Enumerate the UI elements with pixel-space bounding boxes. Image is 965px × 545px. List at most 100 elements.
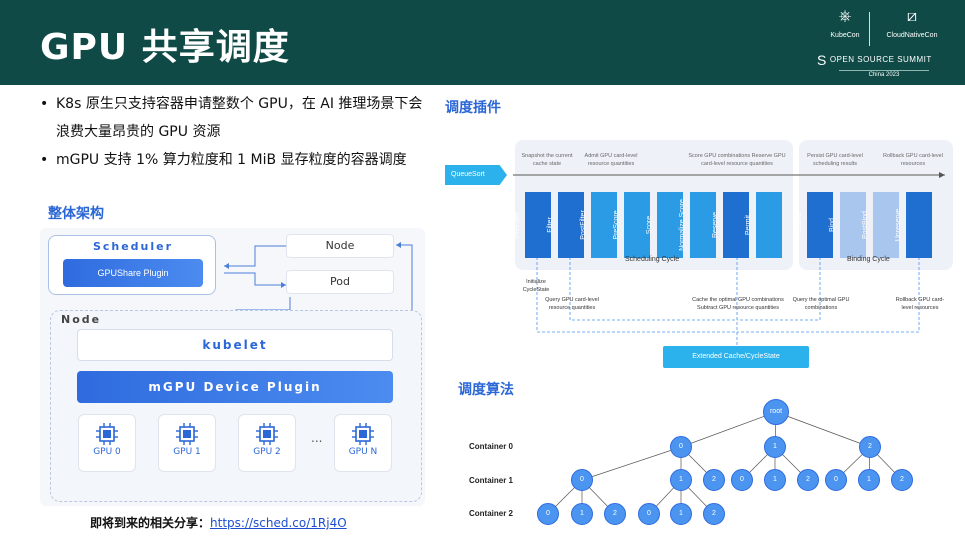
algorithm-heading: 调度算法 bbox=[458, 382, 514, 398]
node-pill: Node bbox=[286, 234, 394, 258]
kubecon-logo: ⎈ KubeCon bbox=[825, 8, 865, 39]
dashed-link bbox=[737, 252, 920, 333]
tree-node: 0 bbox=[825, 469, 847, 491]
extension-point-postfilter: PostFilter bbox=[580, 192, 617, 258]
tree-node: 2 bbox=[797, 469, 819, 491]
gpu-card: GPU N bbox=[334, 414, 392, 472]
tree-node: 1 bbox=[764, 469, 786, 491]
gpu-chip-icon bbox=[352, 423, 374, 445]
gpu-card: GPU 0 bbox=[78, 414, 136, 472]
extension-point-postbind: PostBind bbox=[862, 192, 899, 258]
extension-point-normalize-score: Normalize Score bbox=[679, 192, 716, 258]
extension-point-label: Score bbox=[646, 215, 653, 235]
extension-point-prescore: PreScore bbox=[613, 192, 650, 258]
tree-root-node: root bbox=[763, 399, 789, 425]
gpu-label: GPU 0 bbox=[93, 447, 121, 457]
gpushare-plugin: GPUShare Plugin bbox=[63, 259, 203, 287]
kubecon-label: KubeCon bbox=[830, 32, 860, 39]
extension-point-label: Normalize Score bbox=[679, 199, 686, 251]
extension-point-label: PostBind bbox=[862, 210, 869, 240]
tree-level-label: Container 2 bbox=[469, 509, 514, 518]
kubecon-icon: ⎈ bbox=[838, 8, 852, 25]
gpu-label: GPU N bbox=[348, 447, 378, 457]
scheduling-framework-diagram: QueueSort Snapshot the current cache sta… bbox=[445, 140, 965, 370]
arrowhead bbox=[224, 263, 229, 269]
bullet-list: K8s 原生只支持容器申请整数个 GPU，在 AI 推理场景下会浪费大量昂贵的 … bbox=[38, 90, 428, 174]
arrowhead bbox=[281, 282, 286, 288]
share-link[interactable]: https://sched.co/1Rj4O bbox=[210, 516, 347, 530]
extension-point-label: Permit bbox=[745, 214, 752, 236]
bottom-note: Cache the optimal GPU combinations Subtr… bbox=[692, 297, 784, 311]
node-container: Node kubelet mGPU Device Plugin GPU 0 GP… bbox=[50, 310, 422, 502]
tree-level-label: Container 1 bbox=[469, 476, 514, 485]
gpu-ellipsis: ... bbox=[311, 431, 323, 445]
summit-label: OPEN SOURCE SUMMIT bbox=[829, 55, 932, 65]
queuesort-stage: QueueSort bbox=[445, 165, 507, 185]
tree-node: 0 bbox=[537, 503, 559, 525]
extension-point-score: Score bbox=[646, 192, 683, 258]
gpu-chip-icon bbox=[176, 423, 198, 445]
extension-point-label: Bind bbox=[829, 218, 836, 233]
page-title: GPU 共享调度 bbox=[40, 27, 290, 68]
extension-point-reserve: Reserve bbox=[712, 192, 749, 258]
arrowhead bbox=[396, 242, 401, 248]
extension-point-label: PreScore bbox=[613, 210, 620, 240]
summit-icon: Ѕ bbox=[817, 52, 827, 68]
tree-node: 1 bbox=[670, 469, 692, 491]
dashed-link bbox=[569, 252, 737, 321]
pod-pill: Pod bbox=[286, 270, 394, 294]
tree-node: 2 bbox=[859, 436, 881, 458]
cloudnativecon-logo: ⧄ CloudNativeCon bbox=[877, 8, 947, 39]
share-line: 即将到来的相关分享：https://sched.co/1Rj4O bbox=[90, 514, 347, 531]
architecture-diagram: Scheduler GPUShare Plugin Node Pod Node … bbox=[40, 228, 425, 506]
gpu-label: GPU 2 bbox=[253, 447, 281, 457]
top-note: Score GPU combinations Reserve GPU card-… bbox=[688, 153, 786, 167]
tree-node: 0 bbox=[571, 469, 593, 491]
architecture-heading: 整体架构 bbox=[48, 206, 104, 222]
extension-point-label: PostFilter bbox=[580, 210, 587, 240]
top-note: Persist GPU card-level scheduling result… bbox=[807, 153, 863, 167]
dashed-link bbox=[536, 252, 737, 333]
tree-node: 1 bbox=[764, 436, 786, 458]
pipeline-arrowhead bbox=[939, 172, 945, 178]
tree-node: 2 bbox=[703, 469, 725, 491]
top-note: Rollback GPU card-level resources bbox=[883, 153, 943, 167]
plugins-heading: 调度插件 bbox=[445, 100, 501, 116]
extension-point-label: Filter bbox=[547, 217, 554, 233]
tree-node: 2 bbox=[891, 469, 913, 491]
extension-point-label: Reserve bbox=[712, 211, 719, 239]
gpu-chip-icon bbox=[96, 423, 118, 445]
tree-node: 2 bbox=[604, 503, 626, 525]
scheduling-tree: Container 0 Container 1 Container 2 root… bbox=[455, 392, 955, 532]
extension-point-label: PreBind bbox=[796, 212, 803, 238]
node-label: Node bbox=[61, 313, 102, 326]
tree-node: 1 bbox=[858, 469, 880, 491]
tree-node: 0 bbox=[670, 436, 692, 458]
extension-point-bind: Bind bbox=[829, 192, 866, 258]
scheduling-connectors bbox=[513, 172, 945, 346]
binding-cycle-label: Binding Cycle bbox=[847, 256, 890, 263]
extension-point-label: PreFilter bbox=[514, 211, 521, 239]
extension-point-filter: Filter bbox=[547, 192, 584, 258]
scheduling-cycle-label: Scheduling Cycle bbox=[625, 256, 680, 263]
cloudnativecon-icon: ⧄ bbox=[906, 8, 918, 25]
extension-point-label: Unreserve bbox=[895, 208, 902, 242]
tree-node: 0 bbox=[731, 469, 753, 491]
bottom-note: Initialize CycleState bbox=[522, 279, 550, 293]
scheduler-box: Scheduler GPUShare Plugin bbox=[48, 235, 216, 295]
scheduler-label: Scheduler bbox=[92, 240, 174, 253]
extension-point-prefilter: PreFilter bbox=[514, 192, 551, 258]
dashed-link bbox=[737, 252, 821, 321]
share-prefix: 即将到来的相关分享： bbox=[90, 516, 211, 530]
mgpu-device-plugin: mGPU Device Plugin bbox=[77, 371, 393, 403]
tree-level-label: Container 0 bbox=[469, 442, 514, 451]
bullet-item: K8s 原生只支持容器申请整数个 GPU，在 AI 推理场景下会浪费大量昂贵的 … bbox=[38, 90, 428, 146]
gpu-card: GPU 2 bbox=[238, 414, 296, 472]
node-to-scheduler-arrow bbox=[224, 245, 286, 267]
bottom-note: Rollback GPU card-level resources bbox=[895, 297, 945, 311]
scheduler-to-pod-arrow bbox=[224, 272, 286, 286]
bullet-item: mGPU 支持 1% 算力粒度和 1 MiB 显存粒度的容器调度 bbox=[38, 146, 428, 174]
